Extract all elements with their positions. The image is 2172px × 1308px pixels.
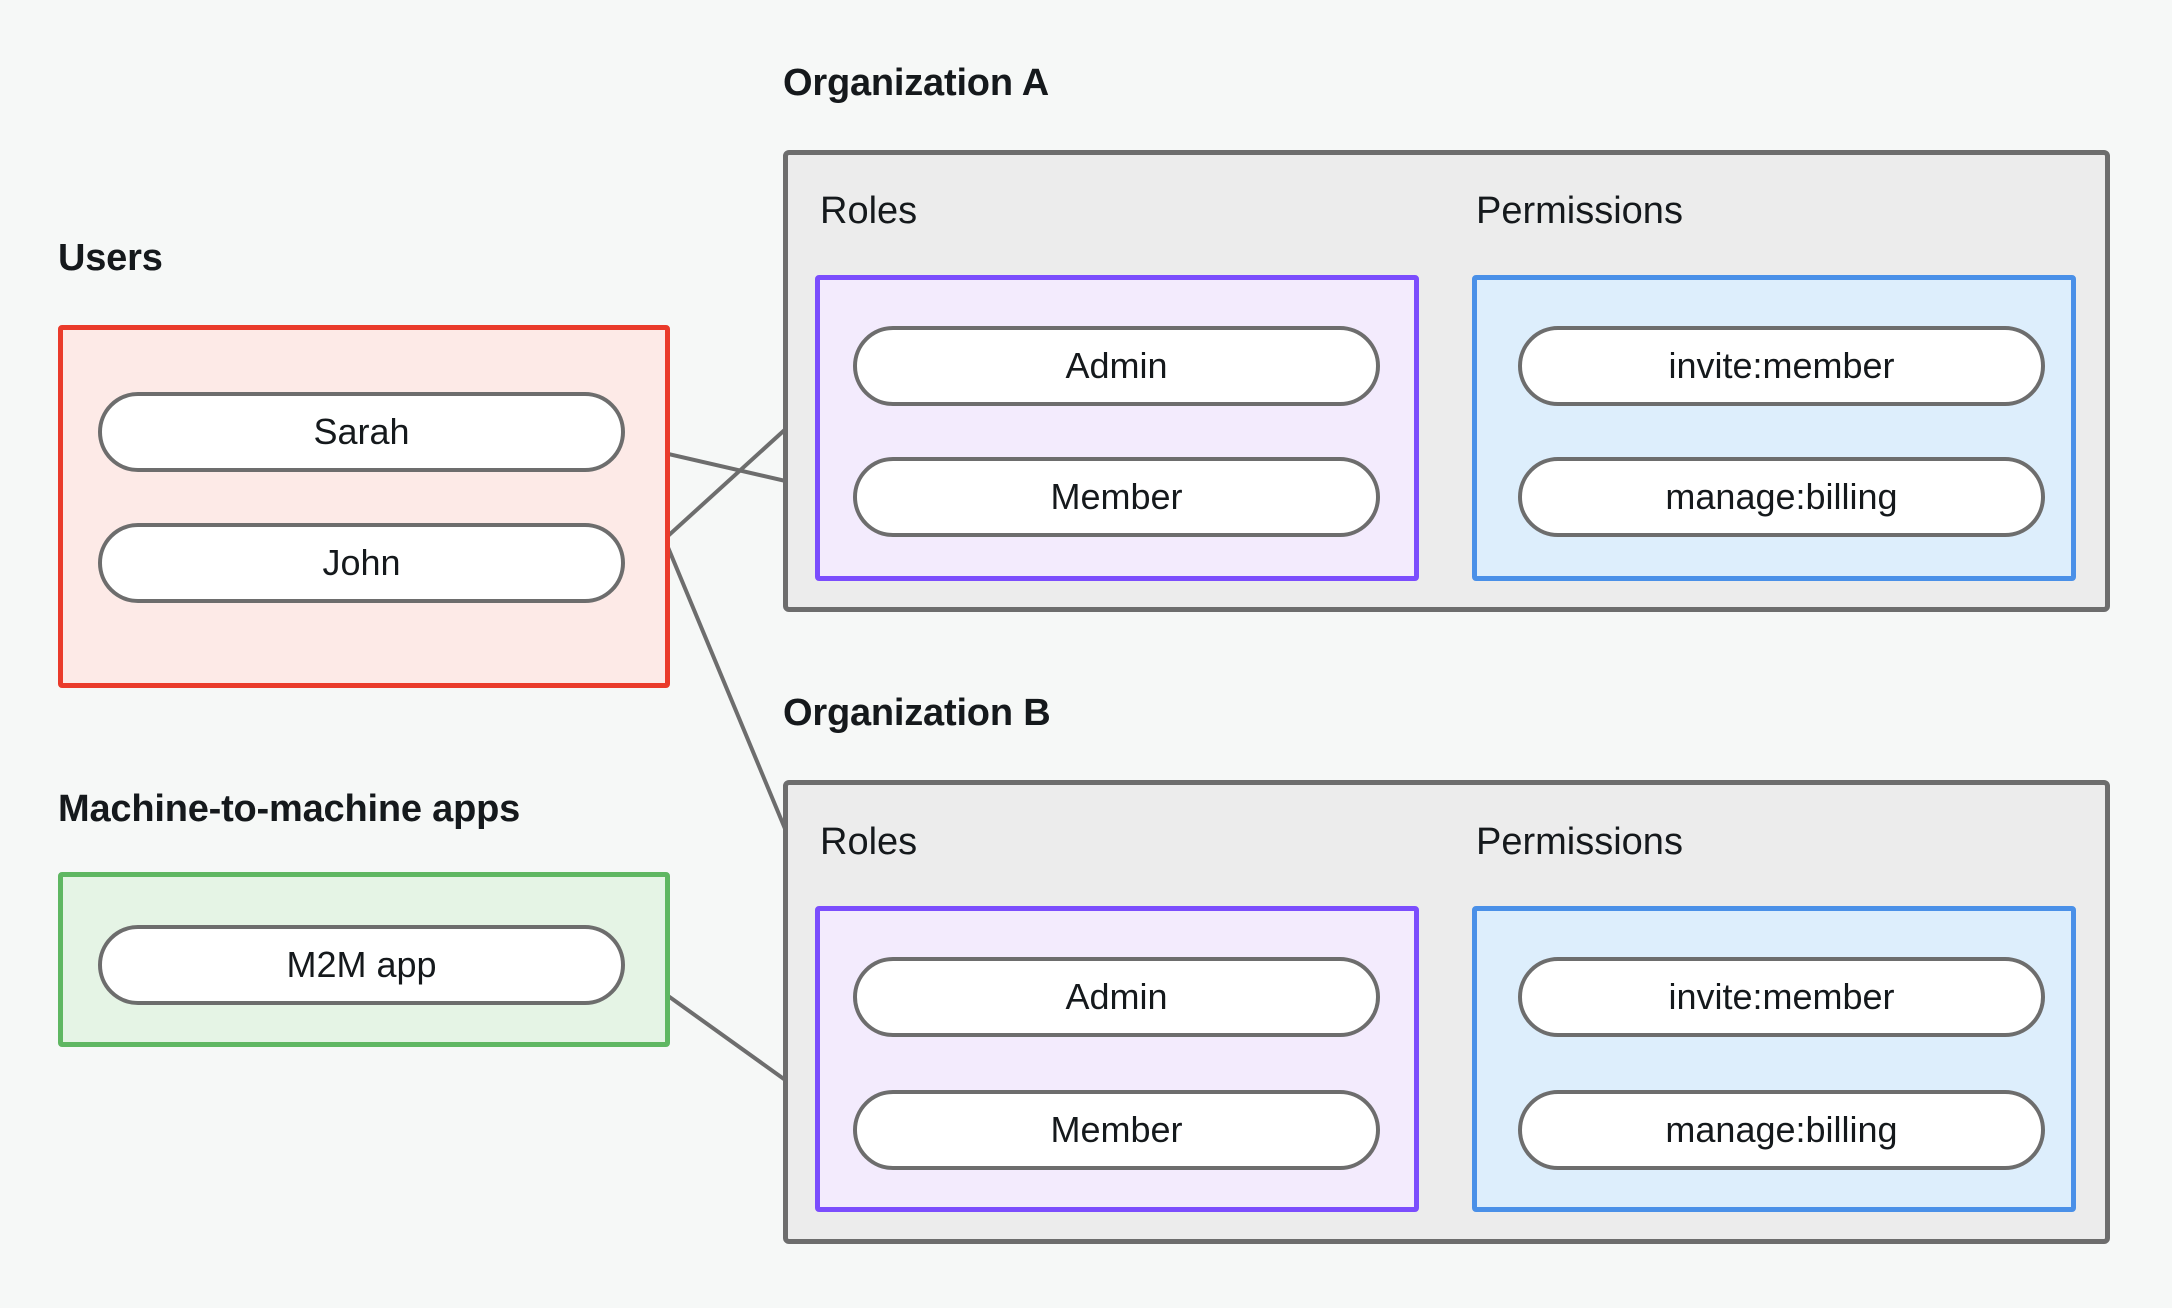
user-pill-sarah[interactable]: Sarah xyxy=(98,392,625,472)
organization-b-permission-pill-invite-member[interactable]: invite:member xyxy=(1518,957,2045,1037)
organization-b-role-pill-admin[interactable]: Admin xyxy=(853,957,1380,1037)
organization-a-permission-pill-invite-member[interactable]: invite:member xyxy=(1518,326,2045,406)
user-pill-john[interactable]: John xyxy=(98,523,625,603)
organization-b-roles-label: Roles xyxy=(820,821,918,863)
organization-b-permissions-label: Permissions xyxy=(1476,821,1683,863)
organization-a-role-pill-member[interactable]: Member xyxy=(853,457,1380,537)
m2m-pill-app[interactable]: M2M app xyxy=(98,925,625,1005)
organization-b-role-pill-member[interactable]: Member xyxy=(853,1090,1380,1170)
organization-a-role-pill-admin[interactable]: Admin xyxy=(853,326,1380,406)
organization-a-permissions-label: Permissions xyxy=(1476,190,1683,232)
users-group-label: Users xyxy=(58,237,163,279)
users-group-box xyxy=(58,325,670,688)
m2m-group-label: Machine-to-machine apps xyxy=(58,788,521,830)
organization-a-permission-pill-manage-billing[interactable]: manage:billing xyxy=(1518,457,2045,537)
organization-a-roles-label: Roles xyxy=(820,190,918,232)
organization-a-label: Organization A xyxy=(783,62,1050,104)
organization-b-permission-pill-manage-billing[interactable]: manage:billing xyxy=(1518,1090,2045,1170)
organization-b-label: Organization B xyxy=(783,692,1051,734)
